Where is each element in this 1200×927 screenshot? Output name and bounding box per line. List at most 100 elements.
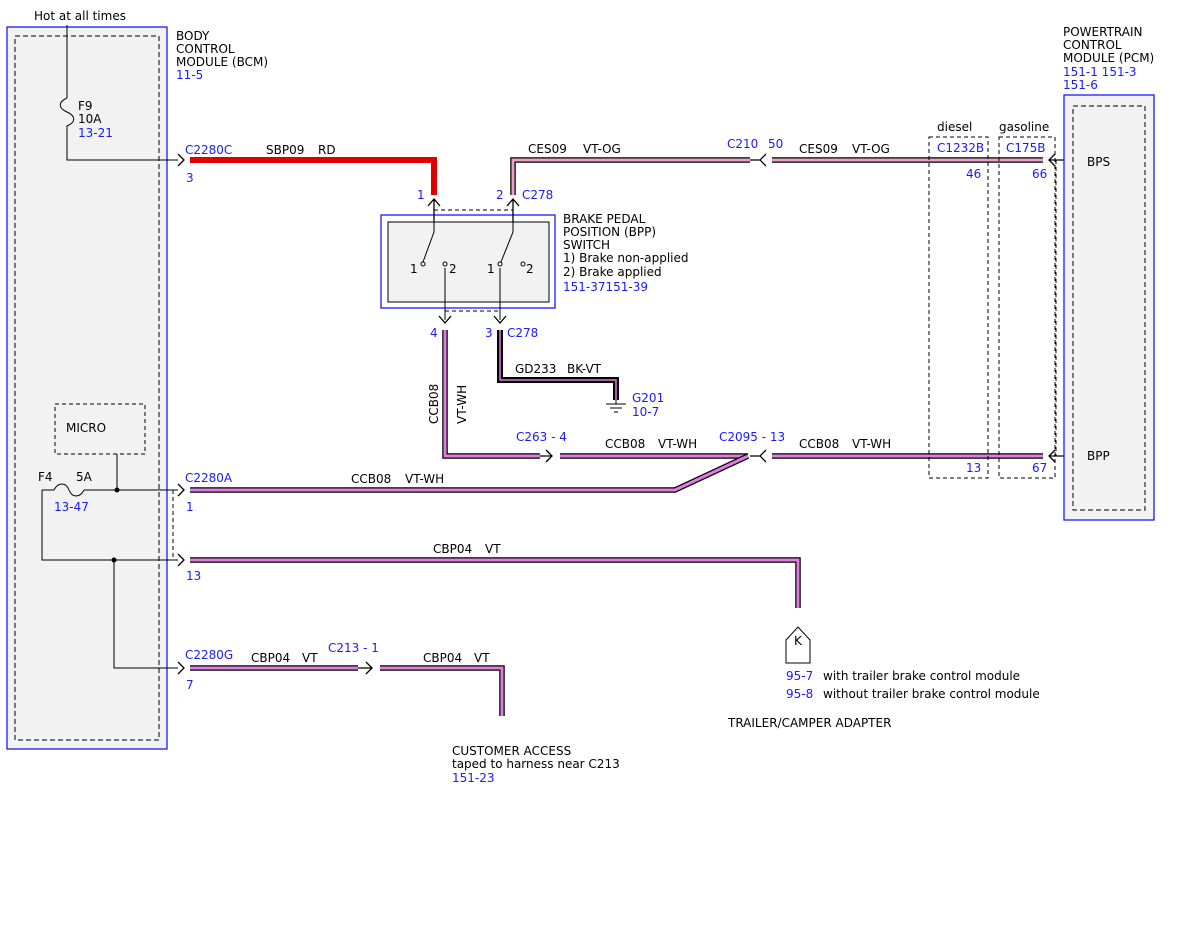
c278-bottom-pin-b: 3 (485, 326, 493, 340)
bcm-title-line3: MODULE (BCM) (176, 55, 268, 69)
wire-sbp09-circuit: SBP09 (266, 143, 304, 157)
c2280c-pin: 3 (186, 171, 194, 185)
splice-dot-13 (111, 557, 117, 563)
c278-top-label[interactable]: C278 (522, 188, 553, 202)
customer-access-ref[interactable]: 151-23 (452, 771, 495, 785)
c2095-label[interactable]: C2095 - 13 (719, 430, 785, 444)
c2280a-arrow (177, 483, 185, 497)
wire-ces09-circuit-1: CES09 (528, 142, 567, 156)
pcm-title-line2: CONTROL (1063, 38, 1122, 52)
bpp-state-1: 1) Brake non-applied (563, 251, 689, 265)
bpp-state-2: 2) Brake applied (563, 265, 662, 279)
fuse-f4-symbol (53, 483, 85, 497)
trailer-title: TRAILER/CAMPER ADAPTER (727, 716, 891, 730)
trailer-ref-2[interactable]: 95-8 (786, 687, 813, 701)
contact-1-right (497, 261, 503, 267)
fuse-f9-symbol (59, 97, 75, 130)
trailer-ref-1[interactable]: 95-7 (786, 669, 813, 683)
wire-ces09-color-1: VT-OG (583, 142, 621, 156)
c2280g-pin: 7 (186, 678, 194, 692)
wire-cbp04-customer-2-outline (380, 665, 505, 716)
wire-cbp04-trailer (190, 558, 800, 608)
pcm-title-line3: MODULE (PCM) (1063, 51, 1154, 65)
gasoline-label: gasoline (999, 120, 1049, 134)
wire-ccb08-vertical-circuit: CCB08 (427, 384, 441, 424)
pcm-ref-1[interactable]: 151-1 151-3 (1063, 65, 1137, 79)
contact-1-left (420, 261, 426, 267)
c175b-label[interactable]: C175B (1006, 141, 1046, 155)
c2280g-label[interactable]: C2280G (185, 648, 233, 662)
c2280g-arrow (177, 661, 185, 675)
contact-label-2-right: 2 (526, 262, 534, 276)
c2280c-arrow (177, 153, 185, 167)
pcm-ref-2[interactable]: 151-6 (1063, 78, 1098, 92)
wire-cbp04-customer-2 (380, 666, 504, 716)
c278-bottom-label[interactable]: C278 (507, 326, 538, 340)
customer-access-note: taped to harness near C213 (452, 757, 620, 771)
c278-pin1-arrow (427, 198, 441, 222)
trailer-connector-k[interactable] (785, 626, 811, 664)
c210-pin: 50 (768, 137, 783, 151)
wire-ccb08-color-pcm: VT-WH (852, 437, 891, 451)
power-feed-wire (66, 25, 178, 161)
c213-label[interactable]: C213 - 1 (328, 641, 379, 655)
wire-cbp04-color-trailer: VT (485, 542, 501, 556)
bpp-title-line1: BRAKE PEDAL (563, 212, 646, 226)
bcm-ref[interactable]: 11-5 (176, 68, 203, 82)
contact-label-2-left: 2 (449, 262, 457, 276)
bpp-ref[interactable]: 151-37151-39 (563, 280, 648, 294)
c278-top-pin-a: 1 (417, 188, 425, 202)
pin13-label: 13 (186, 569, 201, 583)
customer-access-title: CUSTOMER ACCESS (452, 744, 571, 758)
c278-pin3-arrow (493, 315, 507, 324)
fuse-f4-ref[interactable]: 13-47 (54, 500, 89, 514)
pcm-title-line1: POWERTRAIN (1063, 25, 1143, 39)
wire-ccb08-circuit-bcm: CCB08 (351, 472, 391, 486)
wire-ccb08-vertical-color: VT-WH (455, 385, 469, 424)
splice-dot-micro (114, 487, 120, 493)
fuse-f4-rating: 5A (76, 470, 93, 484)
wire-gd233 (499, 330, 617, 400)
c278-top-pin-b: 2 (496, 188, 504, 202)
pin13-arrow (177, 553, 185, 567)
c210-label[interactable]: C210 (727, 137, 758, 151)
c175b-pin-bps: 66 (1032, 167, 1047, 181)
c263-arrow (540, 449, 553, 463)
c2280a-pin: 1 (186, 500, 194, 514)
contact-label-1-right: 1 (487, 262, 495, 276)
diesel-label: diesel (937, 120, 972, 134)
fuse-f4-name: F4 (38, 470, 53, 484)
wire-cbp04-circuit-trailer: CBP04 (433, 542, 472, 556)
bpp-title-line2: POSITION (BPP) (563, 225, 656, 239)
g201-ref[interactable]: 10-7 (632, 405, 659, 419)
c278-bottom-pin-a: 4 (430, 326, 438, 340)
c2280a-label[interactable]: C2280A (185, 471, 233, 485)
g201-label[interactable]: G201 (632, 391, 664, 405)
wire-ccb08-color-bcm: VT-WH (405, 472, 444, 486)
wire-sbp09-red (190, 157, 437, 195)
c278-pin4-arrow (438, 315, 452, 324)
wire-cbp04-color-cust-2: VT (474, 651, 490, 665)
bcm-internal-wiring (41, 489, 178, 669)
fuse-f9-ref[interactable]: 13-21 (78, 126, 113, 140)
bcm-module (6, 26, 168, 750)
wire-cbp04-trailer-outline (190, 557, 801, 608)
wire-cbp04-circuit-cust-1: CBP04 (251, 651, 290, 665)
micro-label: MICRO (66, 421, 106, 435)
wire-ces09-circuit-2: CES09 (799, 142, 838, 156)
bpp-title-line3: SWITCH (563, 238, 610, 252)
pcm-pin-bps: BPS (1087, 155, 1110, 169)
fuse-f9-rating: 10A (78, 112, 102, 126)
trailer-note-1: with trailer brake control module (823, 669, 1020, 683)
c1232b-label[interactable]: C1232B (937, 141, 984, 155)
c1232b-pin-bpp: 13 (966, 461, 981, 475)
fuse-f9-name: F9 (78, 99, 93, 113)
c263-label[interactable]: C263 - 4 (516, 430, 567, 444)
contact-label-1-left: 1 (410, 262, 418, 276)
bcm-title-line1: BODY (176, 29, 210, 43)
c2280c-label[interactable]: C2280C (185, 143, 232, 157)
wire-gd233-color: BK-VT (567, 362, 602, 376)
trailer-note-2: without trailer brake control module (823, 687, 1040, 701)
wire-ccb08-switch (443, 330, 540, 458)
